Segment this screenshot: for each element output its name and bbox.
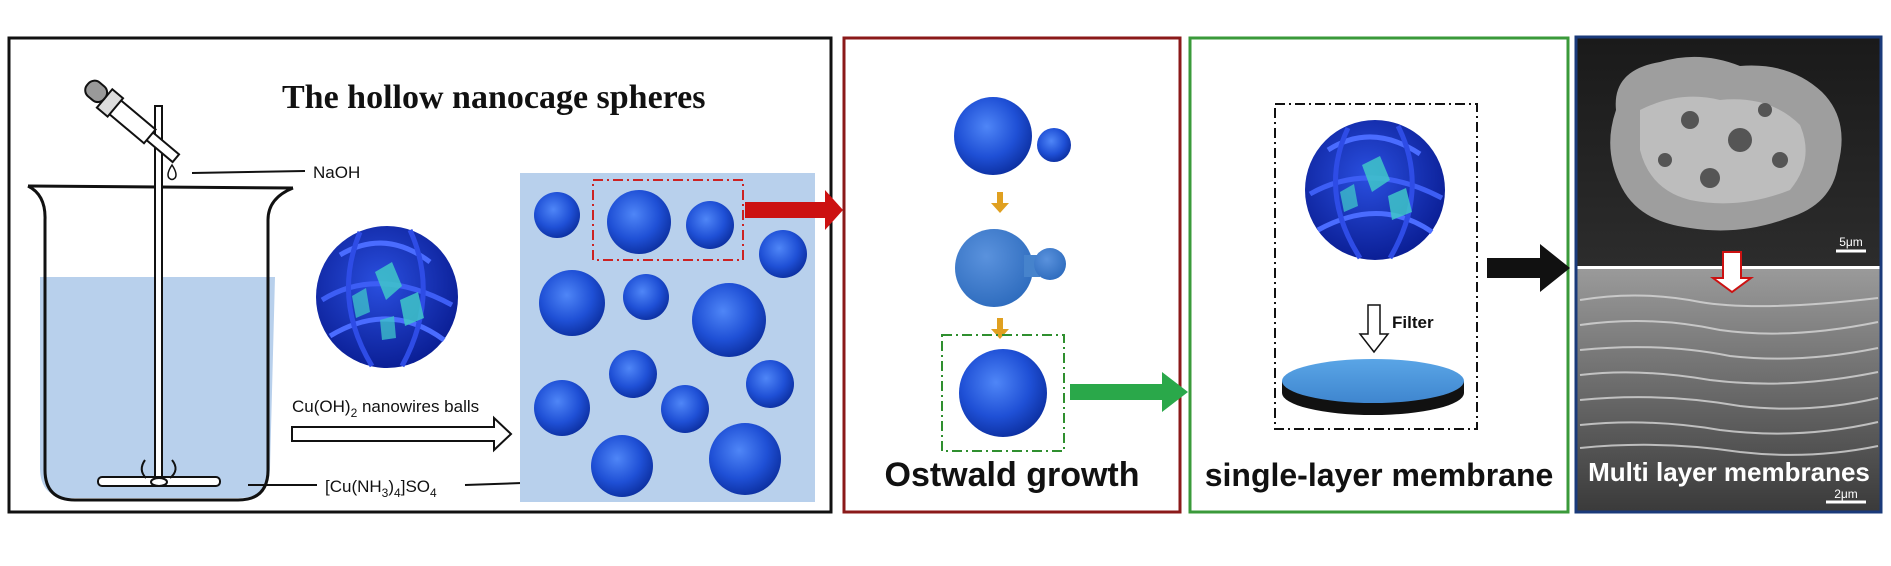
down-arrow-white [1709, 251, 1755, 294]
dropper-icon [84, 79, 181, 181]
synthesis-title: The hollow nanocage spheres [282, 79, 705, 116]
sem-particle [1610, 56, 1842, 231]
multi-layer-panel: 5μm Multi layer membranes 2μm [1574, 35, 1883, 514]
sphere [623, 274, 669, 320]
scale-label-top: 5μm [1839, 235, 1863, 249]
single-layer-title: single-layer membrane [1205, 457, 1554, 493]
filter-label: Filter [1392, 313, 1434, 332]
sphere [534, 192, 580, 238]
nanowire-balls-label: Cu(OH)2 nanowires balls [292, 397, 479, 420]
ostwald-title: Ostwald growth [885, 456, 1140, 494]
dashdot-frame [1274, 103, 1478, 430]
sphere [746, 360, 794, 408]
reagent-leader-line-2 [464, 482, 523, 486]
single-layer-panel-border [1188, 36, 1570, 514]
scale-label-bottom: 2μm [1834, 487, 1858, 501]
nanowire-ball [1305, 120, 1445, 260]
sphere [609, 350, 657, 398]
ostwald-panel: Ostwald growth [842, 36, 1182, 514]
synthesis-panel: The hollow nanocage spheres [7, 36, 833, 514]
sphere [591, 435, 653, 497]
multi-layer-panel-border [1574, 35, 1883, 514]
layered-texture [1579, 294, 1879, 456]
red-arrow [745, 190, 843, 230]
sphere [709, 423, 781, 495]
stirrer [97, 105, 221, 487]
sphere [686, 201, 734, 249]
sphere-large [954, 97, 1032, 175]
highlight-box-green [941, 334, 1065, 452]
sphere [539, 270, 605, 336]
sphere [607, 190, 671, 254]
synthesis-panel-border [7, 36, 833, 514]
cu-oh-nanowire-ball [316, 226, 458, 368]
filter-arrow [1358, 304, 1390, 354]
green-arrow [1070, 372, 1188, 412]
sphere [534, 380, 590, 436]
grown-sphere [959, 349, 1047, 437]
hollow-arrow-right [291, 415, 513, 453]
sphere-field [520, 173, 815, 502]
multi-layer-title: Multi layer membranes [1588, 457, 1870, 487]
highlight-box-red [592, 179, 744, 261]
naoh-leader-line [191, 170, 306, 174]
sem-image-bottom [1576, 269, 1881, 512]
ostwald-panel-border [842, 36, 1182, 514]
sphere [661, 385, 709, 433]
naoh-label: NaOH [313, 163, 360, 182]
single-layer-panel: Filter single-layer membrane [1188, 36, 1570, 514]
merging-spheres [955, 229, 1066, 307]
down-arrow-orange [991, 318, 1009, 339]
sphere [692, 283, 766, 357]
membrane-disk [1282, 359, 1464, 415]
down-arrow-orange [991, 192, 1009, 213]
sphere [759, 230, 807, 278]
black-arrow [1487, 244, 1570, 292]
sphere-small [1037, 128, 1071, 162]
reagent-label: [Cu(NH3)4]SO4 [325, 477, 437, 500]
